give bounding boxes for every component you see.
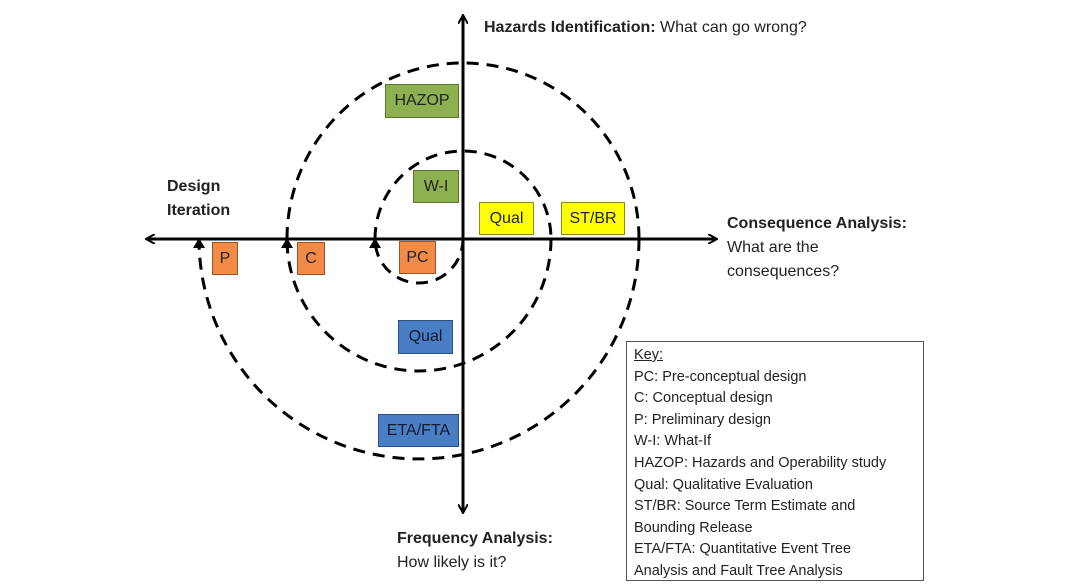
arrowhead-c bbox=[281, 238, 293, 248]
key-item: Qual: Qualitative Evaluation bbox=[634, 476, 813, 493]
frequency-analysis-label: Frequency Analysis:How likely is it? bbox=[397, 530, 553, 571]
spiral-arc-4 bbox=[285, 61, 641, 240]
key-item: P: Preliminary design bbox=[634, 411, 771, 428]
key-legend: Key: PC: Pre-conceptual design C: Concep… bbox=[626, 341, 924, 581]
preliminary-box: P bbox=[212, 242, 238, 275]
hazop-box: HAZOP bbox=[385, 84, 459, 118]
key-item: C: Conceptual design bbox=[634, 390, 773, 407]
key-item: W-I: What-If bbox=[634, 433, 712, 450]
key-title: Key: bbox=[634, 347, 664, 363]
what-if-box: W-I bbox=[413, 170, 459, 203]
arrowhead-p bbox=[193, 238, 205, 248]
eta-fta-box: ETA/FTA bbox=[378, 414, 459, 447]
key-item: ETA/FTA: Quantitative Event Tree bbox=[634, 541, 852, 558]
key-item: Analysis and Fault Tree Analysis bbox=[634, 562, 843, 579]
pre-conceptual-box: PC bbox=[399, 241, 436, 274]
key-item: ST/BR: Source Term Estimate and bbox=[634, 498, 856, 515]
key-item: Bounding Release bbox=[634, 519, 753, 536]
spiral-arc-2 bbox=[373, 149, 553, 240]
st-br-box: ST/BR bbox=[561, 202, 625, 235]
arrowhead-pc bbox=[369, 238, 381, 248]
qual-consequence-box: Qual bbox=[479, 202, 534, 235]
spiral-arc-3 bbox=[285, 238, 553, 373]
spiral-arc-1 bbox=[373, 238, 465, 285]
spiral-arc-5 bbox=[197, 238, 641, 461]
conceptual-box: C bbox=[297, 242, 325, 275]
key-item: PC: Pre-conceptual design bbox=[634, 368, 807, 385]
key-item: HAZOP: Hazards and Operability study bbox=[634, 454, 887, 471]
hazards-identification-label: Hazards Identification: What can go wron… bbox=[484, 19, 807, 36]
qual-frequency-box: Qual bbox=[398, 320, 453, 354]
